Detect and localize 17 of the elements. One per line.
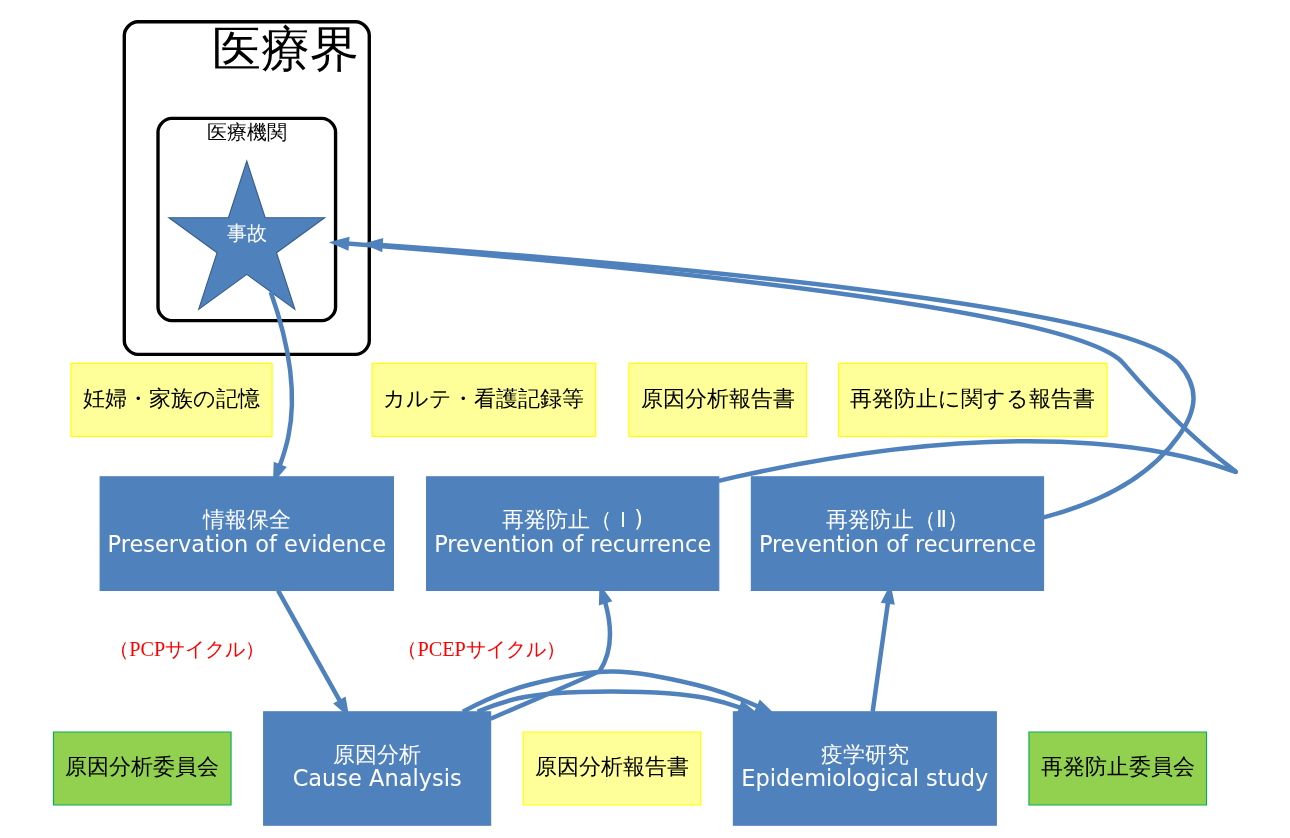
arrow (461, 669, 775, 715)
node-box: 再発防止に関する報告書 (837, 362, 1108, 437)
label: （PCEPサイクル） (396, 637, 566, 660)
node-box: 再発防止（Ⅱ） Prevention of recurrence (750, 476, 1044, 591)
node-box: 原因分析報告書 (522, 731, 701, 806)
node-box: カルテ・看護記録等 (371, 362, 596, 437)
arrow (362, 238, 1196, 520)
node-box: 原因分析報告書 (627, 362, 807, 437)
node-box: 原因分析委員会 (52, 731, 232, 806)
node-box: 疫学研究 Epidemiological study (732, 711, 997, 826)
node-box: 妊婦・家族の記憶 (69, 362, 273, 437)
label: （PCPサイクル） (108, 637, 265, 660)
node-box: 再発防止（Ｉ) Prevention of recurrence (425, 476, 719, 591)
node-box: 再発防止委員会 (1027, 731, 1207, 806)
node-box: 情報保全 Preservation of evidence (99, 476, 394, 591)
arrow (476, 689, 758, 714)
node-box: 原因分析 Cause Analysis (262, 711, 491, 826)
